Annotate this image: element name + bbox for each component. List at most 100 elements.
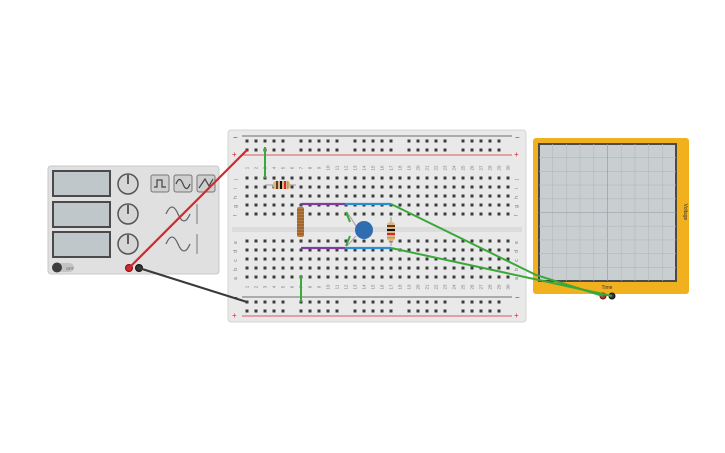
rail-hole[interactable]: [353, 148, 357, 152]
terminal-hole[interactable]: [497, 275, 501, 279]
terminal-hole[interactable]: [353, 176, 357, 180]
rail-hole[interactable]: [317, 139, 321, 143]
terminal-hole[interactable]: [335, 257, 339, 261]
terminal-hole[interactable]: [272, 248, 276, 252]
rail-hole[interactable]: [479, 300, 483, 304]
terminal-hole[interactable]: [443, 266, 447, 270]
terminal-hole[interactable]: [380, 275, 384, 279]
terminal-hole[interactable]: [488, 248, 492, 252]
terminal-hole[interactable]: [353, 257, 357, 261]
rail-hole[interactable]: [254, 300, 258, 304]
terminal-hole[interactable]: [254, 176, 258, 180]
terminal-hole[interactable]: [245, 275, 249, 279]
rail-hole[interactable]: [488, 148, 492, 152]
rail-hole[interactable]: [380, 148, 384, 152]
terminal-hole[interactable]: [389, 257, 393, 261]
terminal-hole[interactable]: [290, 266, 294, 270]
rail-hole[interactable]: [470, 309, 474, 313]
terminal-hole[interactable]: [470, 194, 474, 198]
terminal-hole[interactable]: [407, 185, 411, 189]
terminal-hole[interactable]: [353, 185, 357, 189]
terminal-hole[interactable]: [470, 203, 474, 207]
terminal-hole[interactable]: [452, 257, 456, 261]
terminal-hole[interactable]: [443, 203, 447, 207]
terminal-hole[interactable]: [344, 248, 348, 252]
terminal-hole[interactable]: [245, 248, 249, 252]
terminal-hole[interactable]: [461, 275, 465, 279]
terminal-hole[interactable]: [416, 185, 420, 189]
rail-hole[interactable]: [308, 309, 312, 313]
terminal-hole[interactable]: [326, 266, 330, 270]
terminal-hole[interactable]: [497, 194, 501, 198]
terminal-hole[interactable]: [425, 248, 429, 252]
terminal-hole[interactable]: [488, 194, 492, 198]
terminal-hole[interactable]: [317, 257, 321, 261]
terminal-hole[interactable]: [443, 185, 447, 189]
terminal-hole[interactable]: [398, 257, 402, 261]
terminal-hole[interactable]: [479, 239, 483, 243]
terminal-hole[interactable]: [434, 275, 438, 279]
rail-hole[interactable]: [389, 139, 393, 143]
terminal-hole[interactable]: [434, 194, 438, 198]
rail-hole[interactable]: [380, 139, 384, 143]
terminal-hole[interactable]: [407, 266, 411, 270]
terminal-hole[interactable]: [461, 203, 465, 207]
terminal-hole[interactable]: [362, 275, 366, 279]
terminal-hole[interactable]: [308, 212, 312, 216]
rail-hole[interactable]: [380, 300, 384, 304]
terminal-hole[interactable]: [317, 266, 321, 270]
terminal-hole[interactable]: [443, 212, 447, 216]
terminal-hole[interactable]: [407, 203, 411, 207]
terminal-hole[interactable]: [479, 275, 483, 279]
rail-hole[interactable]: [335, 300, 339, 304]
terminal-hole[interactable]: [398, 194, 402, 198]
terminal-hole[interactable]: [308, 248, 312, 252]
terminal-hole[interactable]: [335, 212, 339, 216]
terminal-hole[interactable]: [362, 185, 366, 189]
terminal-hole[interactable]: [425, 266, 429, 270]
rail-hole[interactable]: [362, 300, 366, 304]
terminal-hole[interactable]: [371, 275, 375, 279]
terminal-hole[interactable]: [272, 257, 276, 261]
terminal-hole[interactable]: [380, 185, 384, 189]
terminal-hole[interactable]: [308, 275, 312, 279]
terminal-hole[interactable]: [380, 257, 384, 261]
terminal-hole[interactable]: [308, 239, 312, 243]
terminal-hole[interactable]: [506, 176, 510, 180]
rail-hole[interactable]: [254, 148, 258, 152]
rail-hole[interactable]: [272, 148, 276, 152]
wire-black-ground[interactable]: [138, 266, 248, 304]
terminal-hole[interactable]: [344, 257, 348, 261]
terminal-hole[interactable]: [290, 257, 294, 261]
rail-hole[interactable]: [488, 300, 492, 304]
terminal-hole[interactable]: [497, 248, 501, 252]
terminal-hole[interactable]: [479, 248, 483, 252]
terminal-hole[interactable]: [461, 266, 465, 270]
rail-hole[interactable]: [272, 300, 276, 304]
rail-hole[interactable]: [461, 300, 465, 304]
terminal-hole[interactable]: [308, 266, 312, 270]
terminal-hole[interactable]: [425, 203, 429, 207]
rail-hole[interactable]: [263, 139, 267, 143]
rail-hole[interactable]: [479, 148, 483, 152]
terminal-hole[interactable]: [335, 275, 339, 279]
terminal-hole[interactable]: [308, 176, 312, 180]
terminal-hole[interactable]: [299, 176, 303, 180]
terminal-hole[interactable]: [416, 266, 420, 270]
rail-hole[interactable]: [353, 300, 357, 304]
rail-hole[interactable]: [254, 309, 258, 313]
terminal-hole[interactable]: [452, 203, 456, 207]
terminal-hole[interactable]: [434, 212, 438, 216]
terminal-hole[interactable]: [425, 275, 429, 279]
terminal-hole[interactable]: [461, 185, 465, 189]
terminal-hole[interactable]: [371, 176, 375, 180]
terminal-hole[interactable]: [398, 185, 402, 189]
terminal-hole[interactable]: [344, 185, 348, 189]
terminal-hole[interactable]: [335, 185, 339, 189]
rail-hole[interactable]: [326, 139, 330, 143]
terminal-hole[interactable]: [317, 212, 321, 216]
terminal-hole[interactable]: [479, 194, 483, 198]
terminal-hole[interactable]: [479, 203, 483, 207]
terminal-hole[interactable]: [254, 275, 258, 279]
terminal-hole[interactable]: [353, 266, 357, 270]
